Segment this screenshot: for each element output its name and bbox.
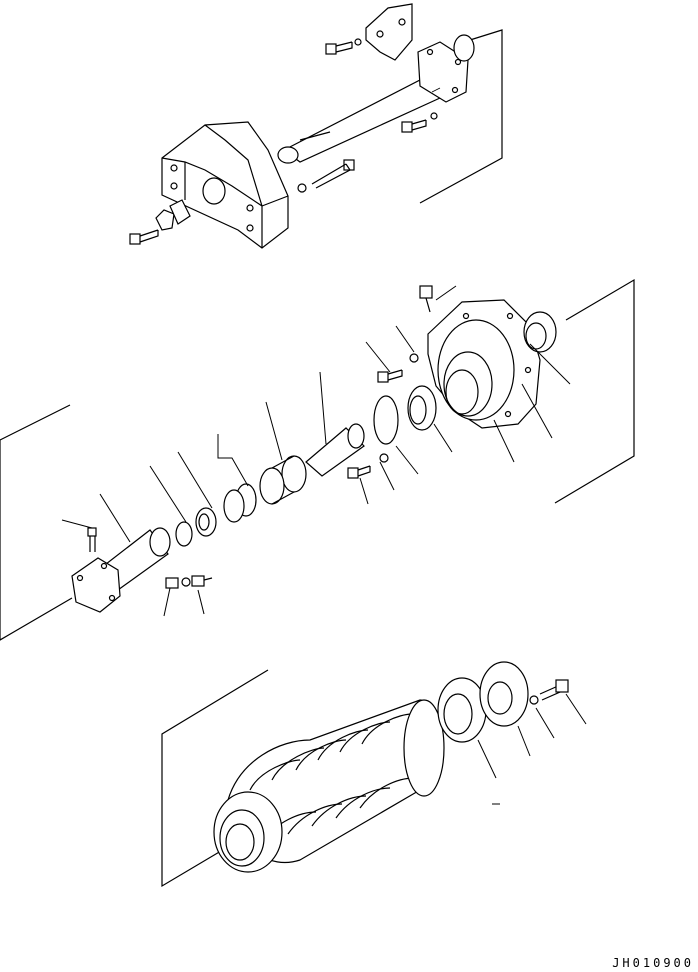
washer-hub-lower [379,453,389,463]
wheel-leaders [477,693,587,805]
lock-nut [195,507,217,537]
wheel-flange [213,791,283,873]
idler-wheel-group [161,661,587,888]
long-bolt [297,159,355,193]
thrust-ring [373,395,399,445]
bolt-upper [325,38,362,55]
shaft [277,79,442,164]
wheel-cover [479,661,529,727]
group1-frame [419,29,503,204]
washer-hub-upper [409,353,419,363]
hub-leaders [61,285,571,617]
bracket [365,3,413,61]
bolt-mid [401,112,438,133]
washer-plate [169,199,191,225]
wheel-washer [529,695,539,705]
end-cap [71,557,121,613]
yoke-assembly-group [129,3,503,249]
bolt-hub-upper [377,369,403,383]
sleeve [259,455,307,505]
gasket [453,34,475,62]
grease-fitting-top [419,285,433,313]
lock-plate [155,209,175,231]
pin-cylinder [305,423,365,477]
bolt-end-cap [87,527,97,552]
plug-a [165,577,191,589]
group3-frame [161,669,269,888]
wheel-gasket [437,677,487,743]
group2-frame-right [554,278,635,504]
bushing-ring [407,385,437,431]
wheel-bolt [539,679,569,701]
bolt-hub-lower [347,465,371,479]
group2-frame-left [0,404,73,641]
floating-seal [523,311,557,353]
hub-assembly-group [0,278,635,641]
shaft-flange [417,41,469,103]
drawing-code: JH010900 [612,956,694,970]
ring-b [223,489,245,523]
snap-ring [175,521,193,547]
housing [427,299,541,429]
plug-b [191,575,213,587]
wheel-rear-flange [403,699,445,797]
yoke-body [161,121,289,249]
bolt-lower [129,229,159,245]
leader-g1 [431,87,441,93]
